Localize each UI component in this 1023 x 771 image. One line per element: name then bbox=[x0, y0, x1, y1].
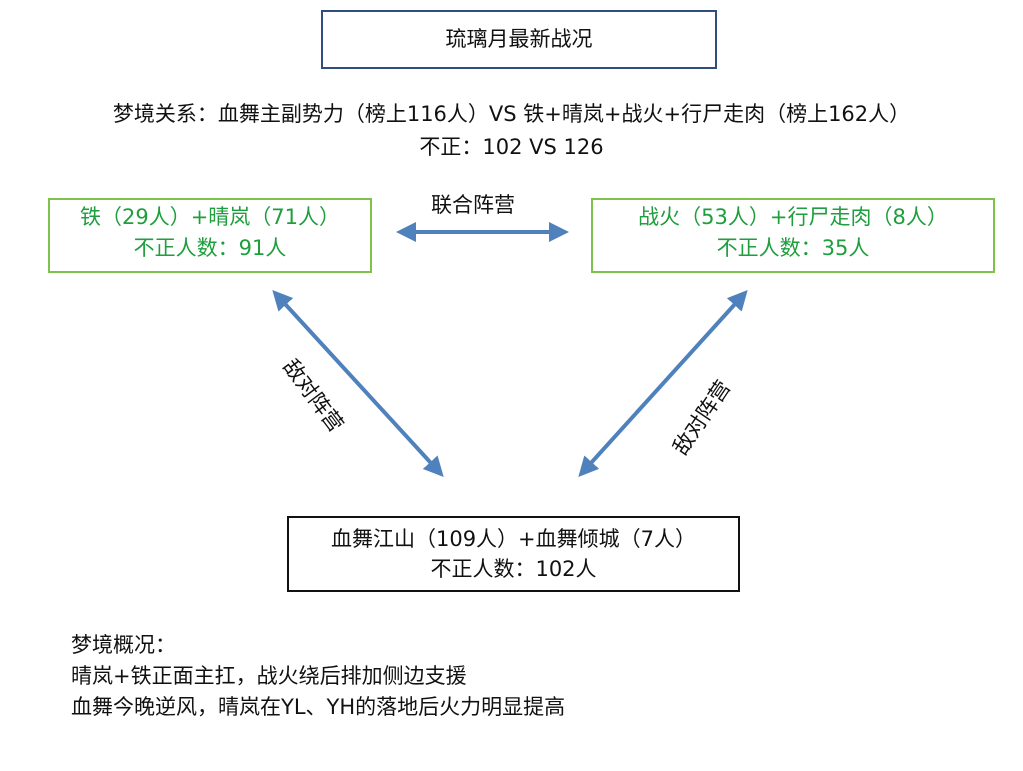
overview-line-2: 血舞今晚逆风，晴岚在YL、YH的落地后火力明显提高 bbox=[71, 695, 566, 719]
right-group-members: 战火（53人）+行尸走肉（8人） bbox=[638, 205, 948, 229]
relation-line-1: 梦境关系：血舞主副势力（榜上116人）VS 铁+晴岚+战火+行尸走肉（榜上162… bbox=[112, 102, 911, 126]
bottom-group-members: 血舞江山（109人）+血舞倾城（7人） bbox=[330, 527, 697, 551]
enemy-arrow-right bbox=[578, 290, 748, 477]
relation-line-2: 不正：102 VS 126 bbox=[419, 135, 604, 159]
right-group-count: 不正人数：35人 bbox=[716, 236, 870, 260]
page-title: 琉璃月最新战况 bbox=[445, 27, 593, 51]
right-group-box: 战火（53人）+行尸走肉（8人） 不正人数：35人 bbox=[591, 198, 995, 273]
title-box: 琉璃月最新战况 bbox=[321, 10, 717, 69]
overview-line-1: 晴岚+铁正面主扛，战火绕后排加侧边支援 bbox=[71, 664, 467, 688]
overview-heading: 梦境概况： bbox=[71, 633, 176, 657]
left-group-members: 铁（29人）+晴岚（71人） bbox=[79, 205, 341, 229]
bottom-group-count: 不正人数：102人 bbox=[430, 557, 597, 581]
alliance-label: 联合阵营 bbox=[431, 193, 515, 217]
left-group-box: 铁（29人）+晴岚（71人） 不正人数：91人 bbox=[48, 198, 372, 273]
left-group-count: 不正人数：91人 bbox=[133, 236, 287, 260]
bottom-group-box: 血舞江山（109人）+血舞倾城（7人） 不正人数：102人 bbox=[287, 516, 740, 592]
enemy-arrow-left bbox=[272, 290, 444, 477]
overview-section: 梦境概况： 晴岚+铁正面主扛，战火绕后排加侧边支援 血舞今晚逆风，晴岚在YL、Y… bbox=[71, 630, 565, 723]
